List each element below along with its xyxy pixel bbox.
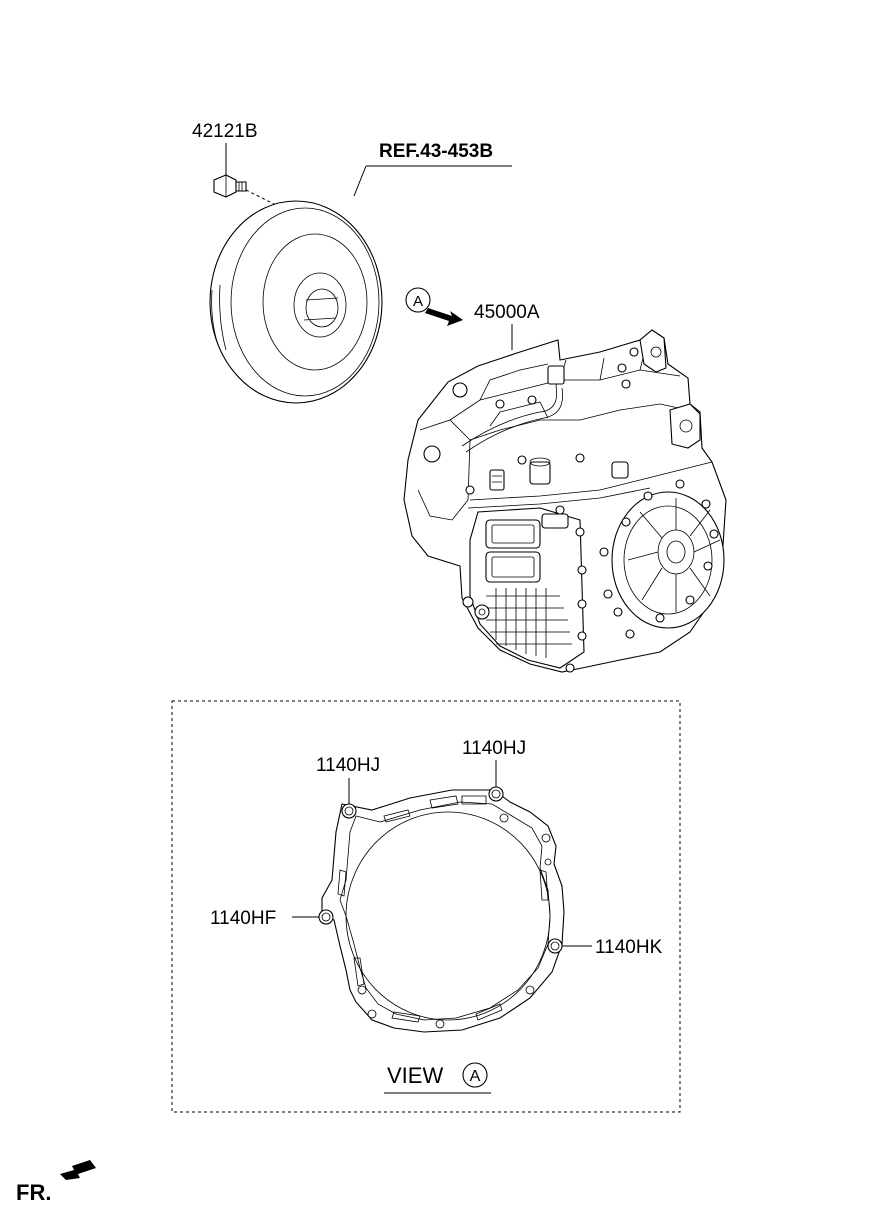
- view-a-marker: A: [405, 287, 431, 313]
- view-a-frame: [171, 700, 681, 1113]
- transaxle-assembly[interactable]: [403, 329, 727, 673]
- svg-text:A: A: [413, 293, 423, 310]
- bolt-part-number: 42121B: [192, 121, 258, 142]
- front-direction-label: FR.: [16, 1180, 51, 1205]
- bushing-1140hj-left[interactable]: [341, 803, 357, 819]
- bolt-guide-line: [245, 189, 279, 207]
- transaxle-part-number: 45000A: [474, 302, 540, 323]
- torque-converter[interactable]: [209, 200, 383, 404]
- label-1140hj-left: 1140HJ: [316, 755, 380, 776]
- view-caption-text: VIEW: [387, 1063, 443, 1088]
- reference-leader-line: [353, 165, 367, 197]
- bolt-42121b[interactable]: [213, 174, 247, 198]
- bushing-1140hk[interactable]: [547, 938, 563, 954]
- label-1140hj-right: 1140HJ: [462, 738, 526, 759]
- bushing-1140hj-right[interactable]: [488, 786, 504, 802]
- svg-text:A: A: [470, 1068, 481, 1085]
- front-direction-arrow: [60, 1160, 96, 1180]
- label-1140hf: 1140HF: [210, 908, 276, 929]
- reference-label: REF.43-453B: [379, 141, 493, 162]
- label-1140hk: 1140HK: [595, 937, 663, 958]
- view-caption-circle: A: [462, 1062, 488, 1088]
- bushing-1140hf[interactable]: [318, 909, 334, 925]
- case-gasket[interactable]: [321, 789, 565, 1033]
- view-direction-arrow: [425, 308, 463, 326]
